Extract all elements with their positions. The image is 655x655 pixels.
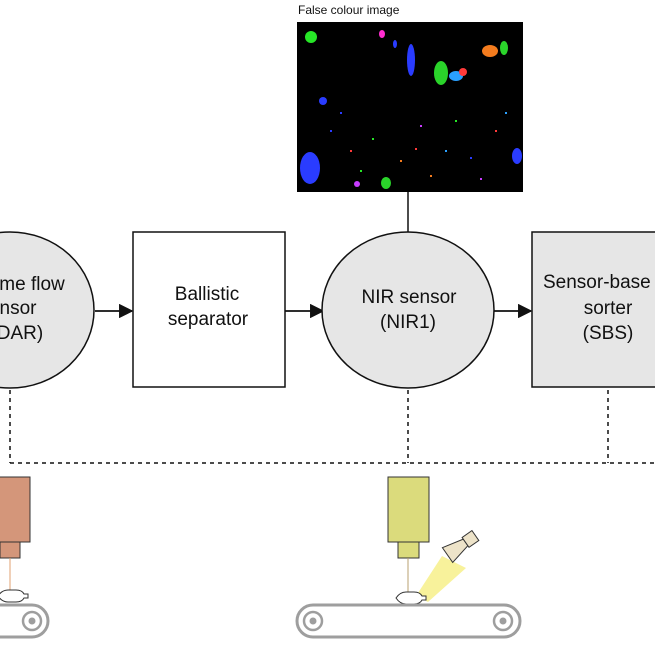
lamp-icon	[441, 529, 480, 564]
false-colour-speckle	[330, 130, 332, 132]
false-colour-blob	[381, 177, 391, 189]
belt-roller-hub-center-right	[499, 617, 507, 625]
sensor-based-sorter-label-1: Sensor-base	[543, 272, 651, 293]
false-colour-image-caption: False colour image	[298, 3, 400, 17]
nir-sensor-shape	[321, 231, 495, 389]
nir-camera-lens	[397, 541, 420, 559]
false-colour-image	[297, 22, 523, 192]
ballistic-separator-box	[132, 231, 286, 388]
false-colour-blob	[482, 45, 498, 57]
false-colour-speckle	[495, 130, 497, 132]
volume-flow-sensor-node: me flow nsor DAR)	[0, 231, 95, 389]
light-beam	[416, 556, 466, 602]
false-colour-speckle	[445, 150, 447, 152]
nir-sensor-label-1: NIR sensor	[361, 287, 457, 308]
ballistic-separator-node: Ballistic separator	[132, 231, 286, 388]
false-colour-speckle	[360, 170, 362, 172]
false-colour-blob	[300, 152, 320, 184]
sensor-based-sorter-label-3: (SBS)	[583, 323, 634, 344]
false-colour-speckle	[505, 112, 507, 114]
false-colour-blob	[459, 68, 467, 76]
false-colour-speckle	[350, 150, 352, 152]
belt-roller-hub-center-left	[309, 617, 317, 625]
volume-flow-sensor-label-3: DAR)	[0, 323, 43, 344]
volume-flow-sensor-label-1: me flow	[0, 274, 65, 295]
sensor-based-sorter-label-2: sorter	[584, 298, 633, 319]
ballistic-separator-label-2: separator	[168, 309, 249, 330]
nir-camera-body	[387, 476, 430, 543]
false-colour-speckle	[400, 160, 402, 162]
false-colour-speckle	[420, 125, 422, 127]
false-colour-speckle	[480, 178, 482, 180]
nir-sensor-label-2: (NIR1)	[380, 312, 436, 333]
radar-sensor-illustration	[0, 476, 50, 639]
false-colour-blob	[305, 31, 317, 43]
nir-camera-illustration	[295, 476, 522, 639]
false-colour-blob	[407, 44, 415, 76]
nir-sensor-node: NIR sensor (NIR1)	[321, 231, 495, 389]
volume-flow-sensor-label-2: nsor	[0, 298, 37, 319]
false-colour-speckle	[340, 112, 342, 114]
signal-bus	[9, 390, 655, 464]
false-colour-blob	[500, 41, 508, 55]
radar-sensor-body	[0, 476, 31, 543]
conveyor-belt-center	[295, 603, 522, 639]
false-colour-speckle	[430, 175, 432, 177]
volume-flow-sensor-shape	[0, 231, 95, 389]
false-colour-blob	[379, 30, 385, 38]
false-colour-blob	[354, 181, 360, 187]
belt-roller-hub-left	[28, 617, 36, 625]
false-colour-speckle	[470, 157, 472, 159]
false-colour-blob	[512, 148, 522, 164]
false-colour-speckle	[455, 120, 457, 122]
bottle-on-belt-left	[0, 589, 29, 603]
sensor-based-sorter-box	[531, 231, 655, 388]
false-colour-blob	[319, 97, 327, 105]
false-colour-speckle	[415, 148, 417, 150]
false-colour-speckle	[372, 138, 374, 140]
false-colour-blob	[434, 61, 448, 85]
ballistic-separator-label-1: Ballistic	[175, 284, 239, 305]
radar-sensor-head	[0, 541, 21, 559]
sensor-based-sorter-node: Sensor-base sorter (SBS)	[531, 231, 655, 388]
false-colour-blob	[393, 40, 397, 48]
false-colour-blobs	[300, 30, 522, 189]
